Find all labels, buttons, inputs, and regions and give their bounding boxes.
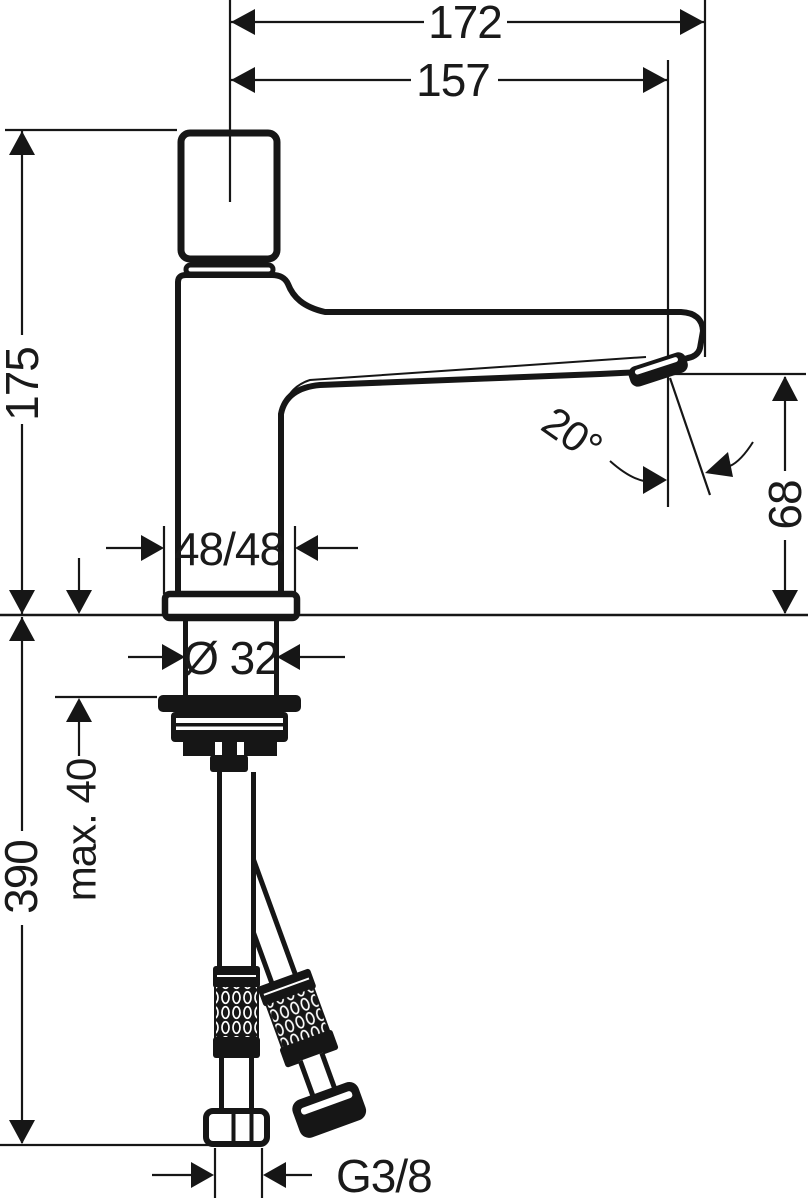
- arrowhead: [9, 1120, 35, 1144]
- straight-hose-crimp-bottom: [213, 1037, 260, 1058]
- dim-hole-diameter: Ø 32: [128, 632, 345, 684]
- arrowhead: [9, 590, 35, 614]
- arrowhead: [772, 376, 798, 401]
- angle-reference-line: [668, 377, 712, 496]
- dim-connection-length: 390: [0, 617, 212, 1147]
- arrowhead: [772, 590, 798, 614]
- mounting-nut-assembly: [158, 695, 301, 772]
- arrowhead: [705, 452, 733, 477]
- supply-hose-angled: [222, 845, 367, 1138]
- dim-base-size: 48/48: [106, 523, 358, 594]
- mounting-washer: [158, 695, 301, 712]
- arrowhead: [643, 67, 667, 93]
- dim-total-height: 175: [0, 128, 177, 614]
- arrowhead: [9, 131, 35, 155]
- arrowhead: [66, 590, 92, 614]
- arrowhead: [162, 644, 185, 670]
- dim-spout-reach: 157: [231, 54, 670, 507]
- arrowhead: [263, 1162, 286, 1188]
- dim-total-height-label: 175: [0, 347, 48, 421]
- dim-outlet-height-label: 68: [759, 480, 808, 529]
- dim-connection-length-label: 390: [0, 840, 47, 914]
- arrowhead: [643, 466, 667, 494]
- dim-thread-label: G3/8: [336, 1150, 432, 1200]
- straight-hose-braid: [214, 985, 259, 1040]
- dim-hole-diameter-label: Ø 32: [183, 632, 279, 684]
- dim-spout-reach-label: 157: [416, 54, 490, 106]
- mounting-shank: [183, 618, 279, 696]
- dim-outlet-height: 68: [672, 372, 808, 614]
- dim-total-projection-label: 172: [428, 0, 502, 48]
- handle-neck-ring: [183, 262, 276, 277]
- arrowhead: [191, 1162, 214, 1188]
- hose-collar: [210, 755, 248, 772]
- dim-max-counter-thickness-label: max. 40: [58, 759, 105, 901]
- arrowhead: [231, 9, 255, 35]
- spout-aerator: [628, 352, 688, 387]
- arrowhead: [9, 617, 35, 641]
- dim-base-size-label: 48/48: [174, 523, 284, 575]
- arrowhead: [277, 644, 300, 670]
- arrowhead: [680, 9, 704, 35]
- supply-hose-straight: [203, 772, 270, 1147]
- angled-hose-crimp-bottom: [279, 1030, 339, 1068]
- spout-highlight-line: [282, 356, 647, 411]
- arrowhead: [231, 67, 255, 93]
- dim-max-counter-thickness: max. 40: [55, 558, 157, 901]
- arrowhead: [66, 698, 92, 722]
- arrowhead: [141, 535, 164, 561]
- dim-spout-angle-label: 20°: [534, 397, 611, 470]
- arrowhead: [295, 535, 318, 561]
- base-flange: [161, 590, 301, 622]
- dim-thread: G3/8: [152, 1148, 433, 1200]
- dim-total-projection: 172: [228, 0, 707, 357]
- hose-end-hex-nut: [203, 1108, 270, 1147]
- dim-spout-angle: 20°: [534, 377, 754, 496]
